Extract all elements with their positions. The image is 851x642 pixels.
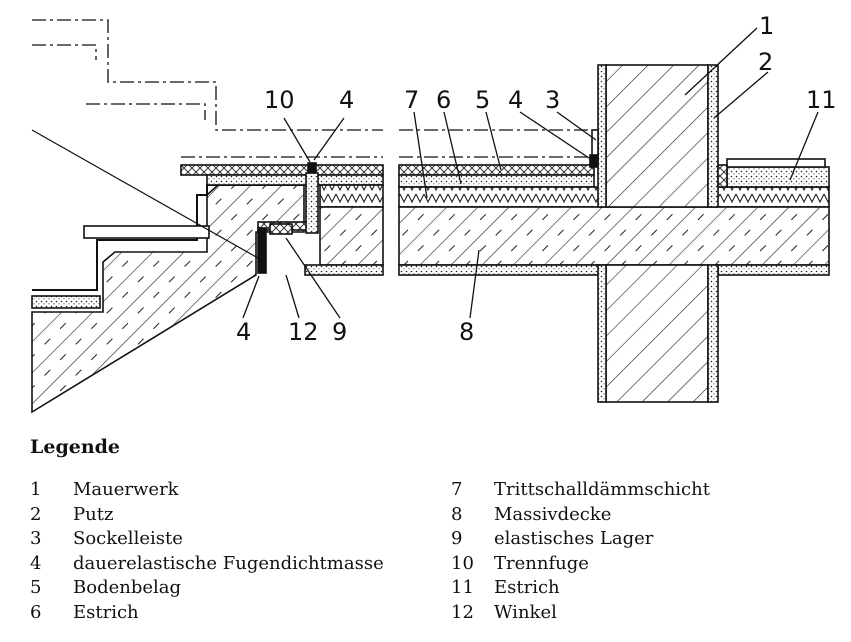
wall-section [398,64,830,403]
legend-number: 10 [451,552,474,574]
landing-screed [206,174,384,186]
floor-screed [398,174,595,188]
legend-item: 11 Estrich [451,576,710,601]
legend-item: 2 Putz [30,503,384,528]
gap-joint [305,172,319,234]
legend-text: Estrich [73,601,139,623]
legend-text: Mauerwerk [73,479,179,500]
legend-number: 11 [451,577,474,599]
stair-section [31,19,384,414]
legend-text: Massivdecke [494,503,612,525]
legend-number: 2 [30,503,42,525]
right-edge-strip [717,164,728,188]
legend-number: 8 [451,503,463,525]
legend-number: 5 [30,577,42,599]
stair-tread-lower [31,295,101,309]
callout-3: 3 [545,86,560,114]
masonry-wall-upper [605,64,709,208]
legend-item: 1 Mauerwerk [30,478,384,503]
ceiling-plaster-left [398,264,600,276]
masonry-wall-lower [605,264,709,403]
elastic-bearing [269,223,293,235]
solid-ceiling-slab [398,206,830,266]
landing-ceiling-plaster [304,264,384,276]
legend-title: Legende [30,436,121,458]
callout-9: 9 [332,318,347,346]
legend-text: Estrich [494,577,560,599]
legend-item: 6 Estrich [30,601,384,626]
callout-8: 8 [459,318,474,346]
legend-item: 4 dauerelastische Fugendichtmasse [30,552,384,577]
callout-7: 7 [404,86,419,114]
angle-bracket-vertical [257,227,267,274]
wall-plaster-upper-left [597,64,607,208]
legend-text: Bodenbelag [73,577,182,599]
right-floor-covering [726,158,826,168]
legend-number: 7 [451,479,463,500]
upper-stair-dash-outline [32,19,383,131]
callout-4-stair-bottom: 4 [236,318,251,346]
callout-10: 10 [264,86,295,114]
callout-4-wall: 4 [508,86,523,114]
joint-sealant-wall [589,154,599,168]
wall-plaster-lower-right [707,264,719,403]
legend-number: 12 [451,601,474,623]
legend-number: 6 [30,601,42,623]
legend-item: 12 Winkel [451,601,710,626]
stair-steps-outline [32,184,304,291]
legend: Legende 1 Mauerwerk 2 Putz 3 Sockelleiste 4… [30,436,830,623]
legend-text: Trittschalldämmschicht [494,479,710,500]
callout-2: 2 [758,48,773,76]
construction-detail-drawing: 1 2 3 4 5 6 7 8 9 10 11 12 4 4 [31,12,837,414]
legend-column-right: 7 Trittschalldämmschicht 8 Massivdecke 9 el… [451,478,710,626]
legend-item: 3 Sockelleiste [30,527,384,552]
legend-text: dauerelastische Fugendichtmasse [73,552,384,574]
right-floor-screed [726,166,830,188]
legend-item: 10 Trennfuge [451,552,710,577]
floor-covering [398,164,595,176]
legend-number: 4 [30,552,42,574]
wall-plaster-upper-right [707,64,719,208]
legend-number: 9 [451,528,463,550]
stair-tread-upper [83,225,210,239]
legend-text: elastisches Lager [494,528,654,550]
legend-item: 5 Bodenbelag [30,576,384,601]
legend-number: 3 [30,528,42,550]
legend-item: 9 elastisches Lager [451,527,710,552]
legend-column-left: 1 Mauerwerk 2 Putz 3 Sockelleiste 4 dauerela… [30,478,384,626]
legend-text: Sockelleiste [73,528,183,550]
legend-text: Trennfuge [494,552,589,574]
legend-item: 8 Massivdecke [451,503,710,528]
leader-lines [242,27,819,319]
callout-1: 1 [759,12,774,40]
joint-sealant-top [307,162,317,174]
callout-12: 12 [288,318,319,346]
skirting-board [591,129,599,158]
ceiling-plaster-right [717,264,830,276]
landing-impact-insulation [319,184,384,208]
legend-number: 1 [30,479,42,500]
callout-numbers: 1 2 3 4 5 6 7 8 9 10 11 12 4 4 [236,12,837,346]
wall-plaster-lower-left [597,264,607,403]
callout-6: 6 [436,86,451,114]
legend-text: Winkel [494,601,557,623]
callout-11: 11 [806,86,837,114]
legend-text: Putz [73,503,114,525]
callout-5: 5 [475,86,490,114]
legend-item: 7 Trittschalldämmschicht [451,478,710,503]
landing-floor-covering [180,164,384,176]
callout-4-stair-top: 4 [339,86,354,114]
landing-slab [319,206,384,266]
